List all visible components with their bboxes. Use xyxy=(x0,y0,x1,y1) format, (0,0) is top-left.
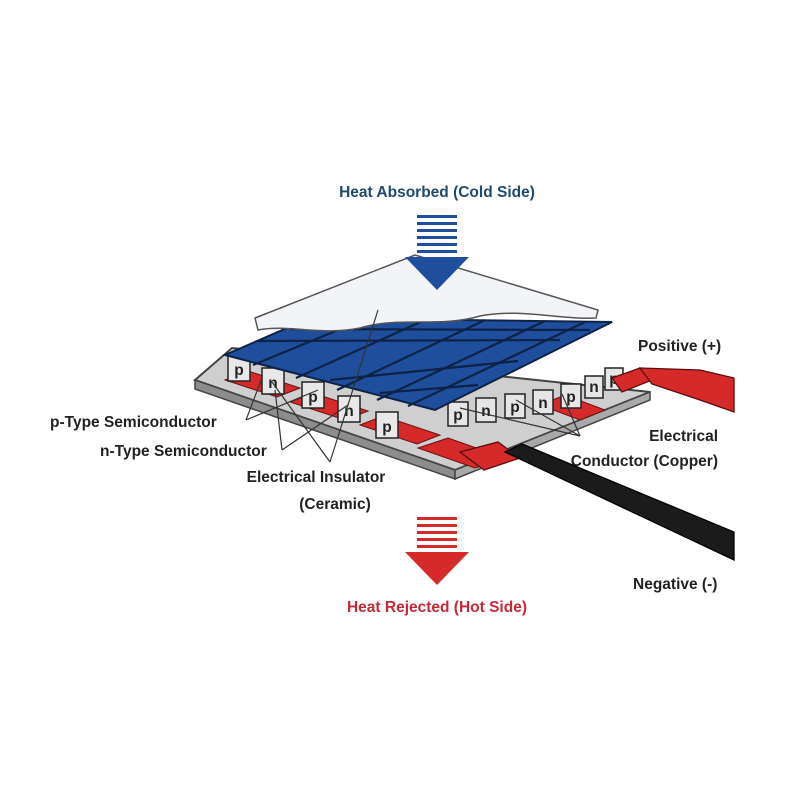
pellet-label: p xyxy=(510,399,519,416)
conductor-label-line1: Electrical xyxy=(649,428,718,445)
pellet-label: p xyxy=(234,362,243,379)
pellet-label: p xyxy=(453,407,462,424)
leader-lines xyxy=(245,309,581,463)
positive-wire xyxy=(610,367,735,413)
negative-label: Negative (-) xyxy=(633,576,717,593)
heat-absorbed-arrow xyxy=(405,215,469,290)
pellet-label: p xyxy=(382,419,391,436)
front-row-pellets: p n p n p xyxy=(227,354,399,439)
pellet-label: n xyxy=(538,395,547,412)
top-ceramic-plate xyxy=(254,254,599,332)
heat-absorbed-label: Heat Absorbed (Cold Side) xyxy=(339,184,535,201)
pellet-label: p xyxy=(566,389,575,406)
insulator-label-line1: Electrical Insulator xyxy=(247,469,386,486)
pellet-label: n xyxy=(344,403,353,420)
pellet-label: p xyxy=(308,389,317,406)
heat-rejected-label: Heat Rejected (Hot Side) xyxy=(347,599,527,616)
conductor-label-line2: Conductor (Copper) xyxy=(571,453,718,470)
pellet-label: n xyxy=(589,379,598,396)
p-type-label: p-Type Semiconductor xyxy=(50,414,217,431)
negative-wire xyxy=(458,441,735,562)
positive-label: Positive (+) xyxy=(638,338,721,355)
n-type-label: n-Type Semiconductor xyxy=(100,443,267,460)
pellet-label: n xyxy=(481,403,490,420)
insulator-label-line2: (Ceramic) xyxy=(299,496,371,513)
heat-rejected-arrow xyxy=(405,517,469,585)
